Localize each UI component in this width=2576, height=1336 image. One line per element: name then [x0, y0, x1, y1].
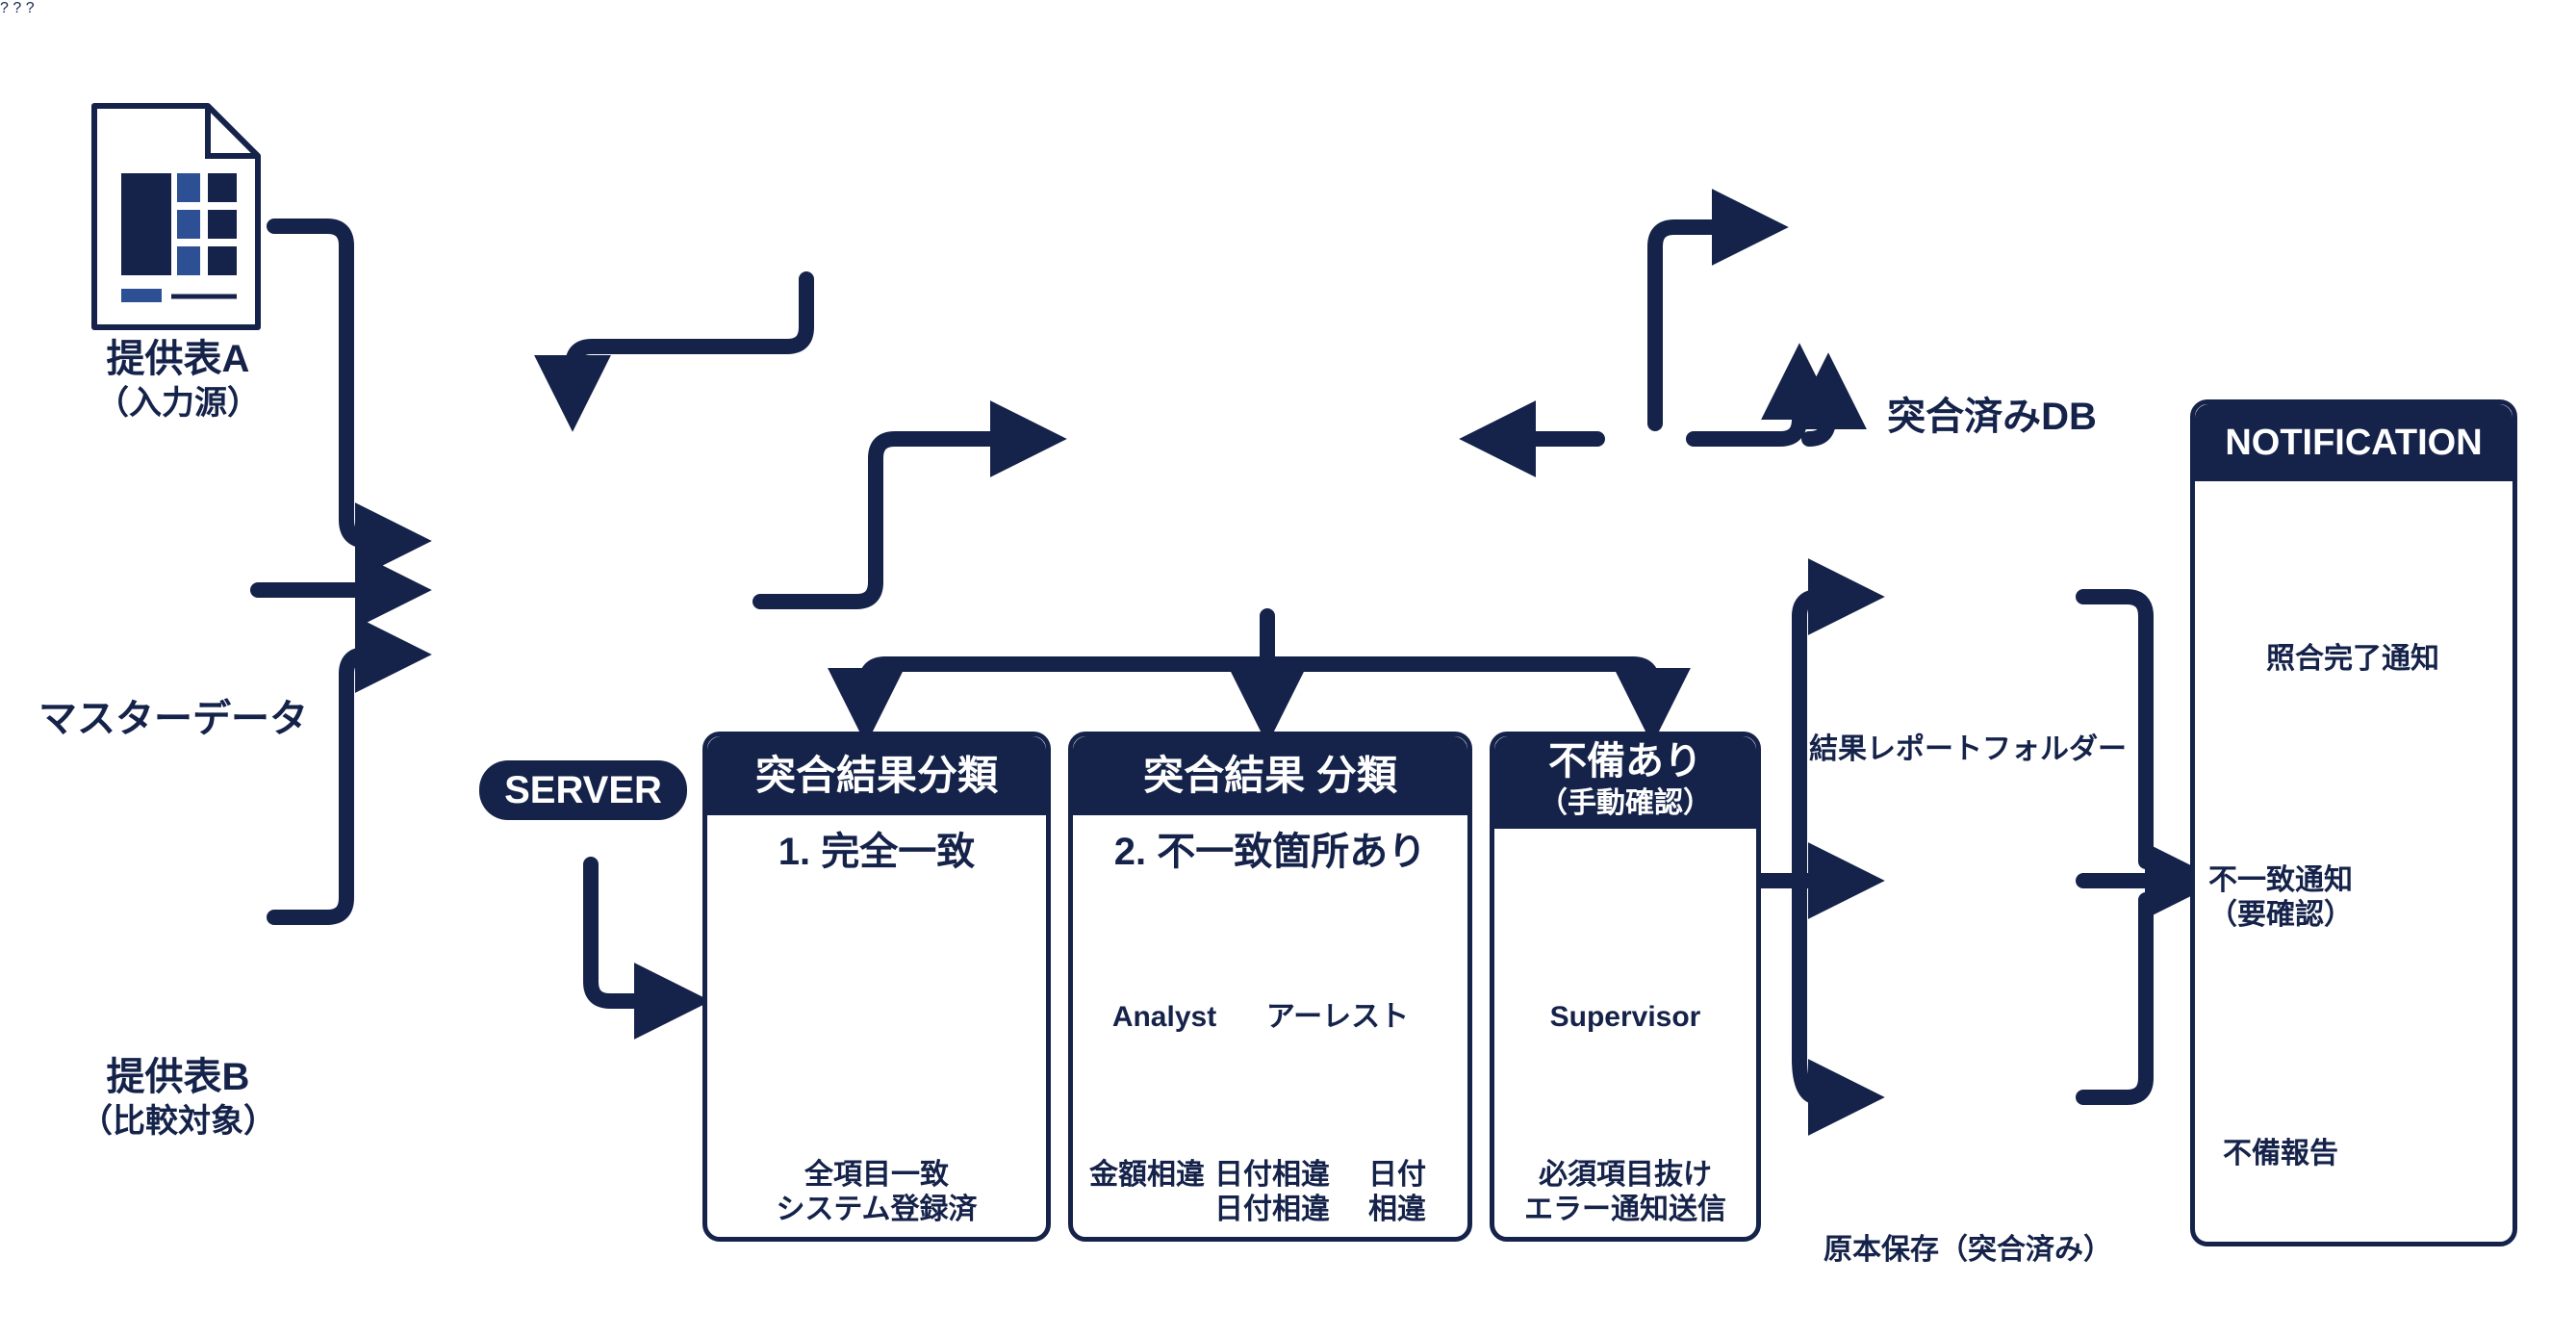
- server-gear-icon: ? ? ? 提供表A （入力源） マスターデータ 提供表B （比較対象） SER…: [0, 0, 2517, 1266]
- server-label: SERVER: [479, 760, 687, 820]
- panel1-subtitle: 1. 完全一致: [778, 831, 976, 873]
- panel2-subtitle: 2. 不一致箇所あり: [1113, 831, 1427, 873]
- panel3-caption-line1: 必須項目抜け: [1539, 1159, 1712, 1191]
- arrest-label: アーレスト: [1265, 1001, 1410, 1033]
- panel3-header-line1: 不備あり: [1548, 740, 1702, 783]
- archive-label: 原本保存（突合済み）: [1824, 1234, 2112, 1266]
- completion-notice-label: 照合完了通知: [2266, 643, 2439, 675]
- source-a-document-icon: [91, 103, 261, 330]
- server-gear-icon: ? ? ? 提供表A （入力源） マスターデータ 提供表B （比較対象） SER…: [0, 0, 2517, 1266]
- question-document-icon: ? ? ?: [0, 0, 35, 16]
- notification-header: NOTIFICATION: [2195, 404, 2512, 481]
- gear-icon: ? ? ? 提供表A （入力源） マスターデータ 提供表B （比較対象） SER…: [0, 0, 2517, 1266]
- report-folder-label: 結果レポートフォルダー: [1809, 733, 2127, 765]
- master-data-label: マスターデータ: [38, 698, 308, 740]
- result-panel-exact-match: [702, 732, 1051, 1242]
- gear-icon: ? ? ? 提供表A （入力源） マスターデータ 提供表B （比較対象） SER…: [0, 0, 2517, 1266]
- source-a-subtitle: （入力源）: [96, 385, 260, 422]
- gear-icon: ? ? ? 提供表A （入力源） マスターデータ 提供表B （比較対象） SER…: [0, 0, 2517, 1266]
- mismatch-notice-label: 不一致通知: [2208, 864, 2353, 896]
- date-label: 日付: [1368, 1159, 1426, 1191]
- database-label: 突合済みDB: [1887, 396, 2097, 438]
- analyst-label: Analyst: [1111, 1001, 1217, 1033]
- panel1-caption-line2: システム登録済: [776, 1194, 978, 1225]
- connector-arrows: [250, 189, 2222, 1136]
- result-panel-mismatch: [1068, 732, 1472, 1242]
- supervisor-label: Supervisor: [1549, 1001, 1701, 1033]
- panel3-header: 不備あり （手動確認）: [1494, 736, 1756, 829]
- deficiency-report-label: 不備報告: [2223, 1138, 2338, 1169]
- source-b-subtitle: （比較対象）: [80, 1103, 276, 1140]
- gear-icon: ? ? ? 提供表A （入力源） マスターデータ 提供表B （比較対象） SER…: [0, 0, 2517, 1266]
- panel3-header-line2: （手動確認）: [1539, 787, 1712, 819]
- gear-icon: ? ? ? 提供表A （入力源） マスターデータ 提供表B （比較対象） SER…: [0, 0, 2517, 1266]
- gear-icon: ? ? ? 提供表A （入力源） マスターデータ 提供表B （比較対象） SER…: [0, 0, 2517, 1266]
- panel1-caption-line1: 全項目一致: [804, 1159, 949, 1191]
- analyst-person-icon: ? ? ? 提供表A （入力源） マスターデータ 提供表B （比較対象） SER…: [0, 0, 2517, 1266]
- source-b-title: 提供表B: [106, 1056, 250, 1098]
- amount-mismatch-label: 金額相違: [1089, 1159, 1205, 1191]
- panel2-header: 突合結果 分類: [1073, 736, 1467, 815]
- server-gear-icon: ? ? ? 提供表A （入力源） マスターデータ 提供表B （比較対象） SER…: [0, 0, 2517, 1266]
- gear-icon: ? ? ? 提供表A （入力源） マスターデータ 提供表B （比較対象） SER…: [0, 0, 2517, 1266]
- panel3-caption-line2: エラー通知送信: [1524, 1194, 1726, 1225]
- date-mismatch-label: 日付相違: [1214, 1159, 1330, 1191]
- panel1-header: 突合結果分類: [707, 736, 1046, 815]
- supervisor-person-icon: ? ? ? 提供表A （入力源） マスターデータ 提供表B （比較対象） SER…: [0, 0, 2517, 1266]
- date-mismatch-label-2: 日付相違: [1214, 1194, 1330, 1225]
- mismatch-label: 相違: [1368, 1194, 1426, 1225]
- mismatch-notice-sublabel: （要確認）: [2208, 899, 2353, 931]
- notification-panel: [2190, 399, 2517, 1246]
- source-a-title: 提供表A: [106, 338, 250, 380]
